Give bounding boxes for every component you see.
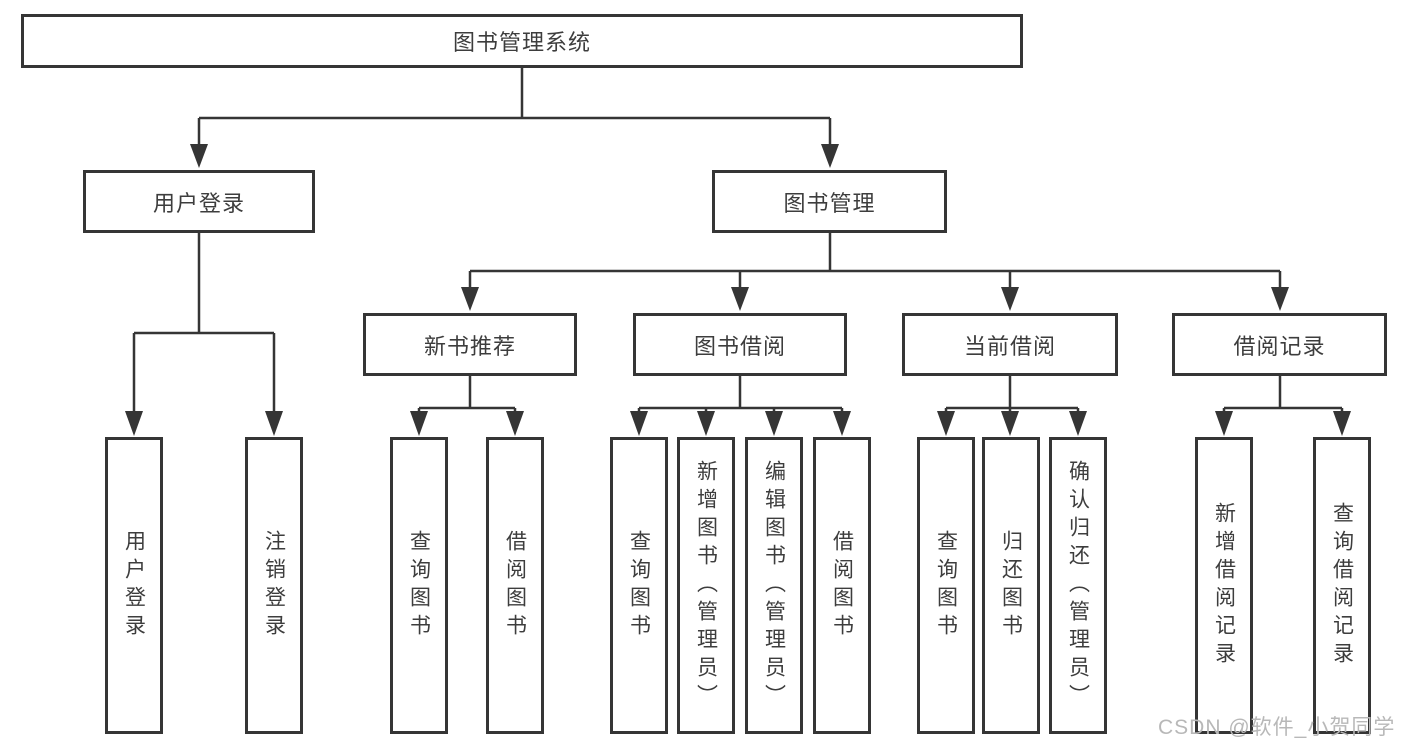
node-label: 图书管理 <box>783 190 876 216</box>
node-label: 编辑图书（管理员） <box>762 459 786 712</box>
node-label: 借阅记录 <box>1233 333 1326 359</box>
connector-bookmgmt-to-level3 <box>468 233 1282 289</box>
node-label: 查询图书 <box>934 529 958 642</box>
leaf-edit-book-admin: 编辑图书（管理员） <box>745 437 803 734</box>
node-label: 查询图书 <box>627 529 651 642</box>
node-label: 借阅图书 <box>503 529 527 642</box>
node-user-login: 用户登录 <box>83 170 315 233</box>
leaf-query-borrow-record: 查询借阅记录 <box>1313 437 1371 734</box>
node-label: 新书推荐 <box>423 333 516 359</box>
node-label: 注销登录 <box>262 529 286 642</box>
leaf-query-books-2: 查询图书 <box>610 437 668 734</box>
node-label: 图书管理系统 <box>452 30 591 55</box>
node-library-management-system: 图书管理系统 <box>21 14 1023 68</box>
node-book-borrowing: 图书借阅 <box>633 313 847 376</box>
node-book-management: 图书管理 <box>712 170 947 233</box>
node-current-borrowing: 当前借阅 <box>902 313 1118 376</box>
leaf-confirm-return-admin: 确认归还（管理员） <box>1049 437 1107 734</box>
connector-newbookrec-to-leaves <box>417 376 517 412</box>
csdn-watermark: CSDN @软件_小贺同学 <box>1158 716 1396 739</box>
connector-currentborrow-to-leaves <box>944 376 1080 412</box>
node-new-book-recommend: 新书推荐 <box>363 313 577 376</box>
connector-borrowrecords-to-leaves <box>1222 376 1344 412</box>
leaf-add-borrow-record: 新增借阅记录 <box>1195 437 1253 734</box>
connector-userlogin-to-leaves <box>132 233 276 413</box>
node-label: 新增图书（管理员） <box>694 459 718 712</box>
node-label: 借阅图书 <box>830 529 854 642</box>
node-label: 图书借阅 <box>693 333 786 359</box>
node-label: 查询图书 <box>407 529 431 642</box>
leaf-user-login: 用户登录 <box>105 437 163 734</box>
connector-root-to-level2 <box>197 67 832 146</box>
node-label: 新增借阅记录 <box>1212 501 1236 670</box>
node-label: 归还图书 <box>999 529 1023 642</box>
leaf-return-books: 归还图书 <box>982 437 1040 734</box>
leaf-logout: 注销登录 <box>245 437 303 734</box>
node-label: 确认归还（管理员） <box>1066 459 1090 712</box>
leaf-borrow-books-2: 借阅图书 <box>813 437 871 734</box>
leaf-add-book-admin: 新增图书（管理员） <box>677 437 735 734</box>
arrowheads <box>125 144 1351 436</box>
node-label: 当前借阅 <box>963 333 1056 359</box>
node-label: 用户登录 <box>122 529 146 642</box>
node-borrowing-records: 借阅记录 <box>1172 313 1387 376</box>
leaf-query-books-1: 查询图书 <box>390 437 448 734</box>
node-label: 查询借阅记录 <box>1330 501 1354 670</box>
leaf-query-books-3: 查询图书 <box>917 437 975 734</box>
connector-bookborrow-to-leaves <box>637 376 844 412</box>
node-label: 用户登录 <box>152 190 245 216</box>
leaf-borrow-books-1: 借阅图书 <box>486 437 544 734</box>
